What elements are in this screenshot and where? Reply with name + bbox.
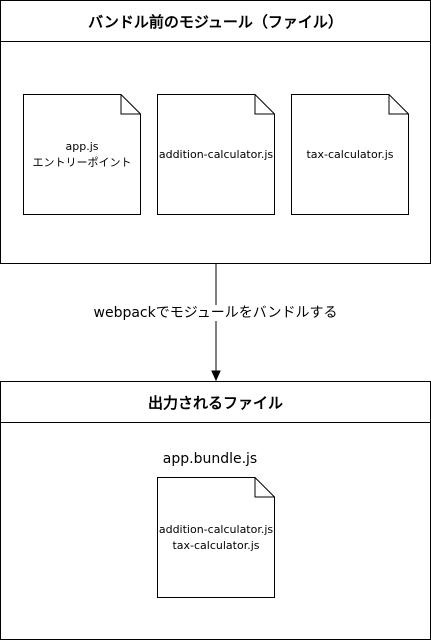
bundle-content-item: tax-calculator.js — [172, 538, 260, 552]
bundle-file-name: app.bundle.js — [162, 451, 258, 467]
file-name: tax-calculator.js — [306, 147, 394, 161]
document-shape-icon — [157, 94, 275, 215]
document-shape-icon — [157, 477, 275, 598]
document-shape-icon — [23, 94, 141, 215]
bundle-edge-label-text: webpackでモジュールをバンドルする — [91, 305, 340, 321]
bundle-edge-label: webpackでモジュールをバンドルする — [0, 302, 431, 324]
file-app-bundle: addition-calculator.js tax-calculator.js — [157, 477, 275, 598]
file-app-js: app.js エントリーポイント — [23, 94, 141, 215]
output-title: 出力されるファイル — [1, 382, 430, 423]
file-note: エントリーポイント — [32, 155, 132, 169]
document-shape-icon — [291, 94, 409, 215]
file-name: addition-calculator.js — [158, 147, 274, 161]
bundle-content-item: addition-calculator.js — [158, 522, 274, 536]
before-bundling-title: バンドル前のモジュール（ファイル） — [1, 1, 430, 42]
file-addition-calculator: addition-calculator.js — [157, 94, 275, 215]
file-name: app.js — [65, 139, 99, 153]
before-bundling-frame: バンドル前のモジュール（ファイル） app.js エントリーポイント addit… — [0, 0, 431, 264]
file-tax-calculator: tax-calculator.js — [291, 94, 409, 215]
